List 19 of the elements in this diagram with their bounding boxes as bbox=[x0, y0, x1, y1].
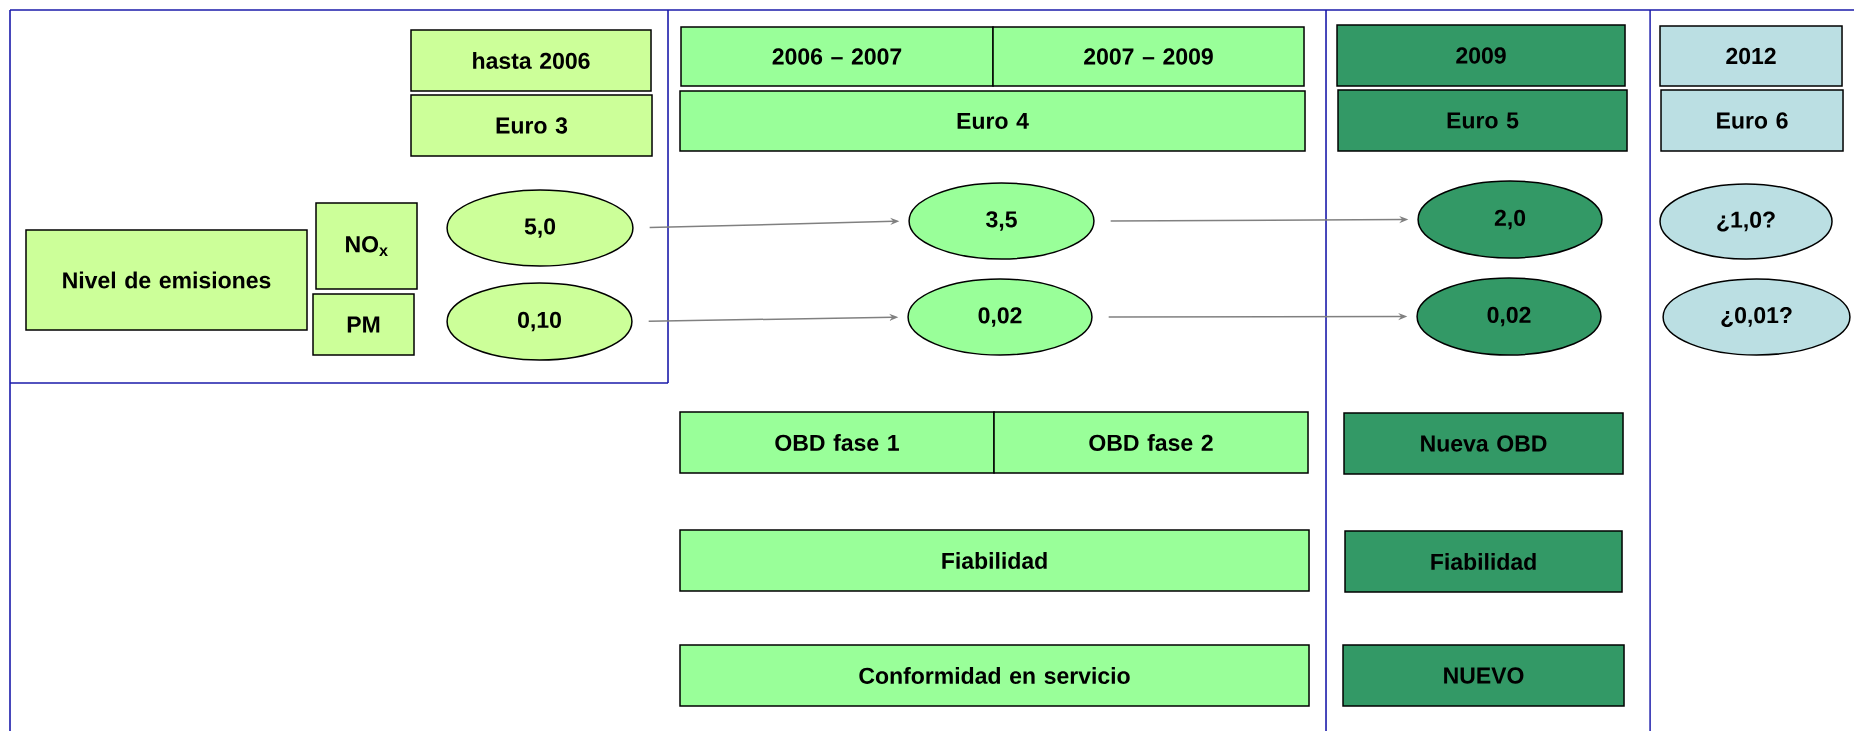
label-box: Euro 5 bbox=[1337, 89, 1628, 152]
label-box: NO$_{x}$ bbox=[315, 202, 418, 290]
label-box: Euro 4 bbox=[679, 90, 1306, 152]
label-box: 2009 bbox=[1336, 24, 1626, 87]
label-box: Euro 3 bbox=[410, 94, 653, 157]
label-box: OBD fase 2 bbox=[993, 411, 1309, 474]
label-box: Fiabilidad bbox=[679, 529, 1310, 592]
label-box: 2006 – 2007 bbox=[680, 26, 994, 87]
label-box: Fiabilidad bbox=[1344, 530, 1623, 593]
label-box: Euro 6 bbox=[1660, 89, 1844, 152]
label-box: 2007 – 2009 bbox=[992, 26, 1305, 87]
label-box: Conformidad en servicio bbox=[679, 644, 1310, 707]
label-box: Nueva OBD bbox=[1343, 412, 1624, 475]
label-box: 2012 bbox=[1659, 25, 1843, 87]
label-box: NUEVO bbox=[1342, 644, 1625, 707]
label-box: hasta 2006 bbox=[410, 29, 652, 92]
label-box: PM bbox=[312, 293, 415, 356]
label-box: OBD fase 1 bbox=[679, 411, 995, 474]
label-box: Nivel de emisiones bbox=[25, 229, 308, 331]
